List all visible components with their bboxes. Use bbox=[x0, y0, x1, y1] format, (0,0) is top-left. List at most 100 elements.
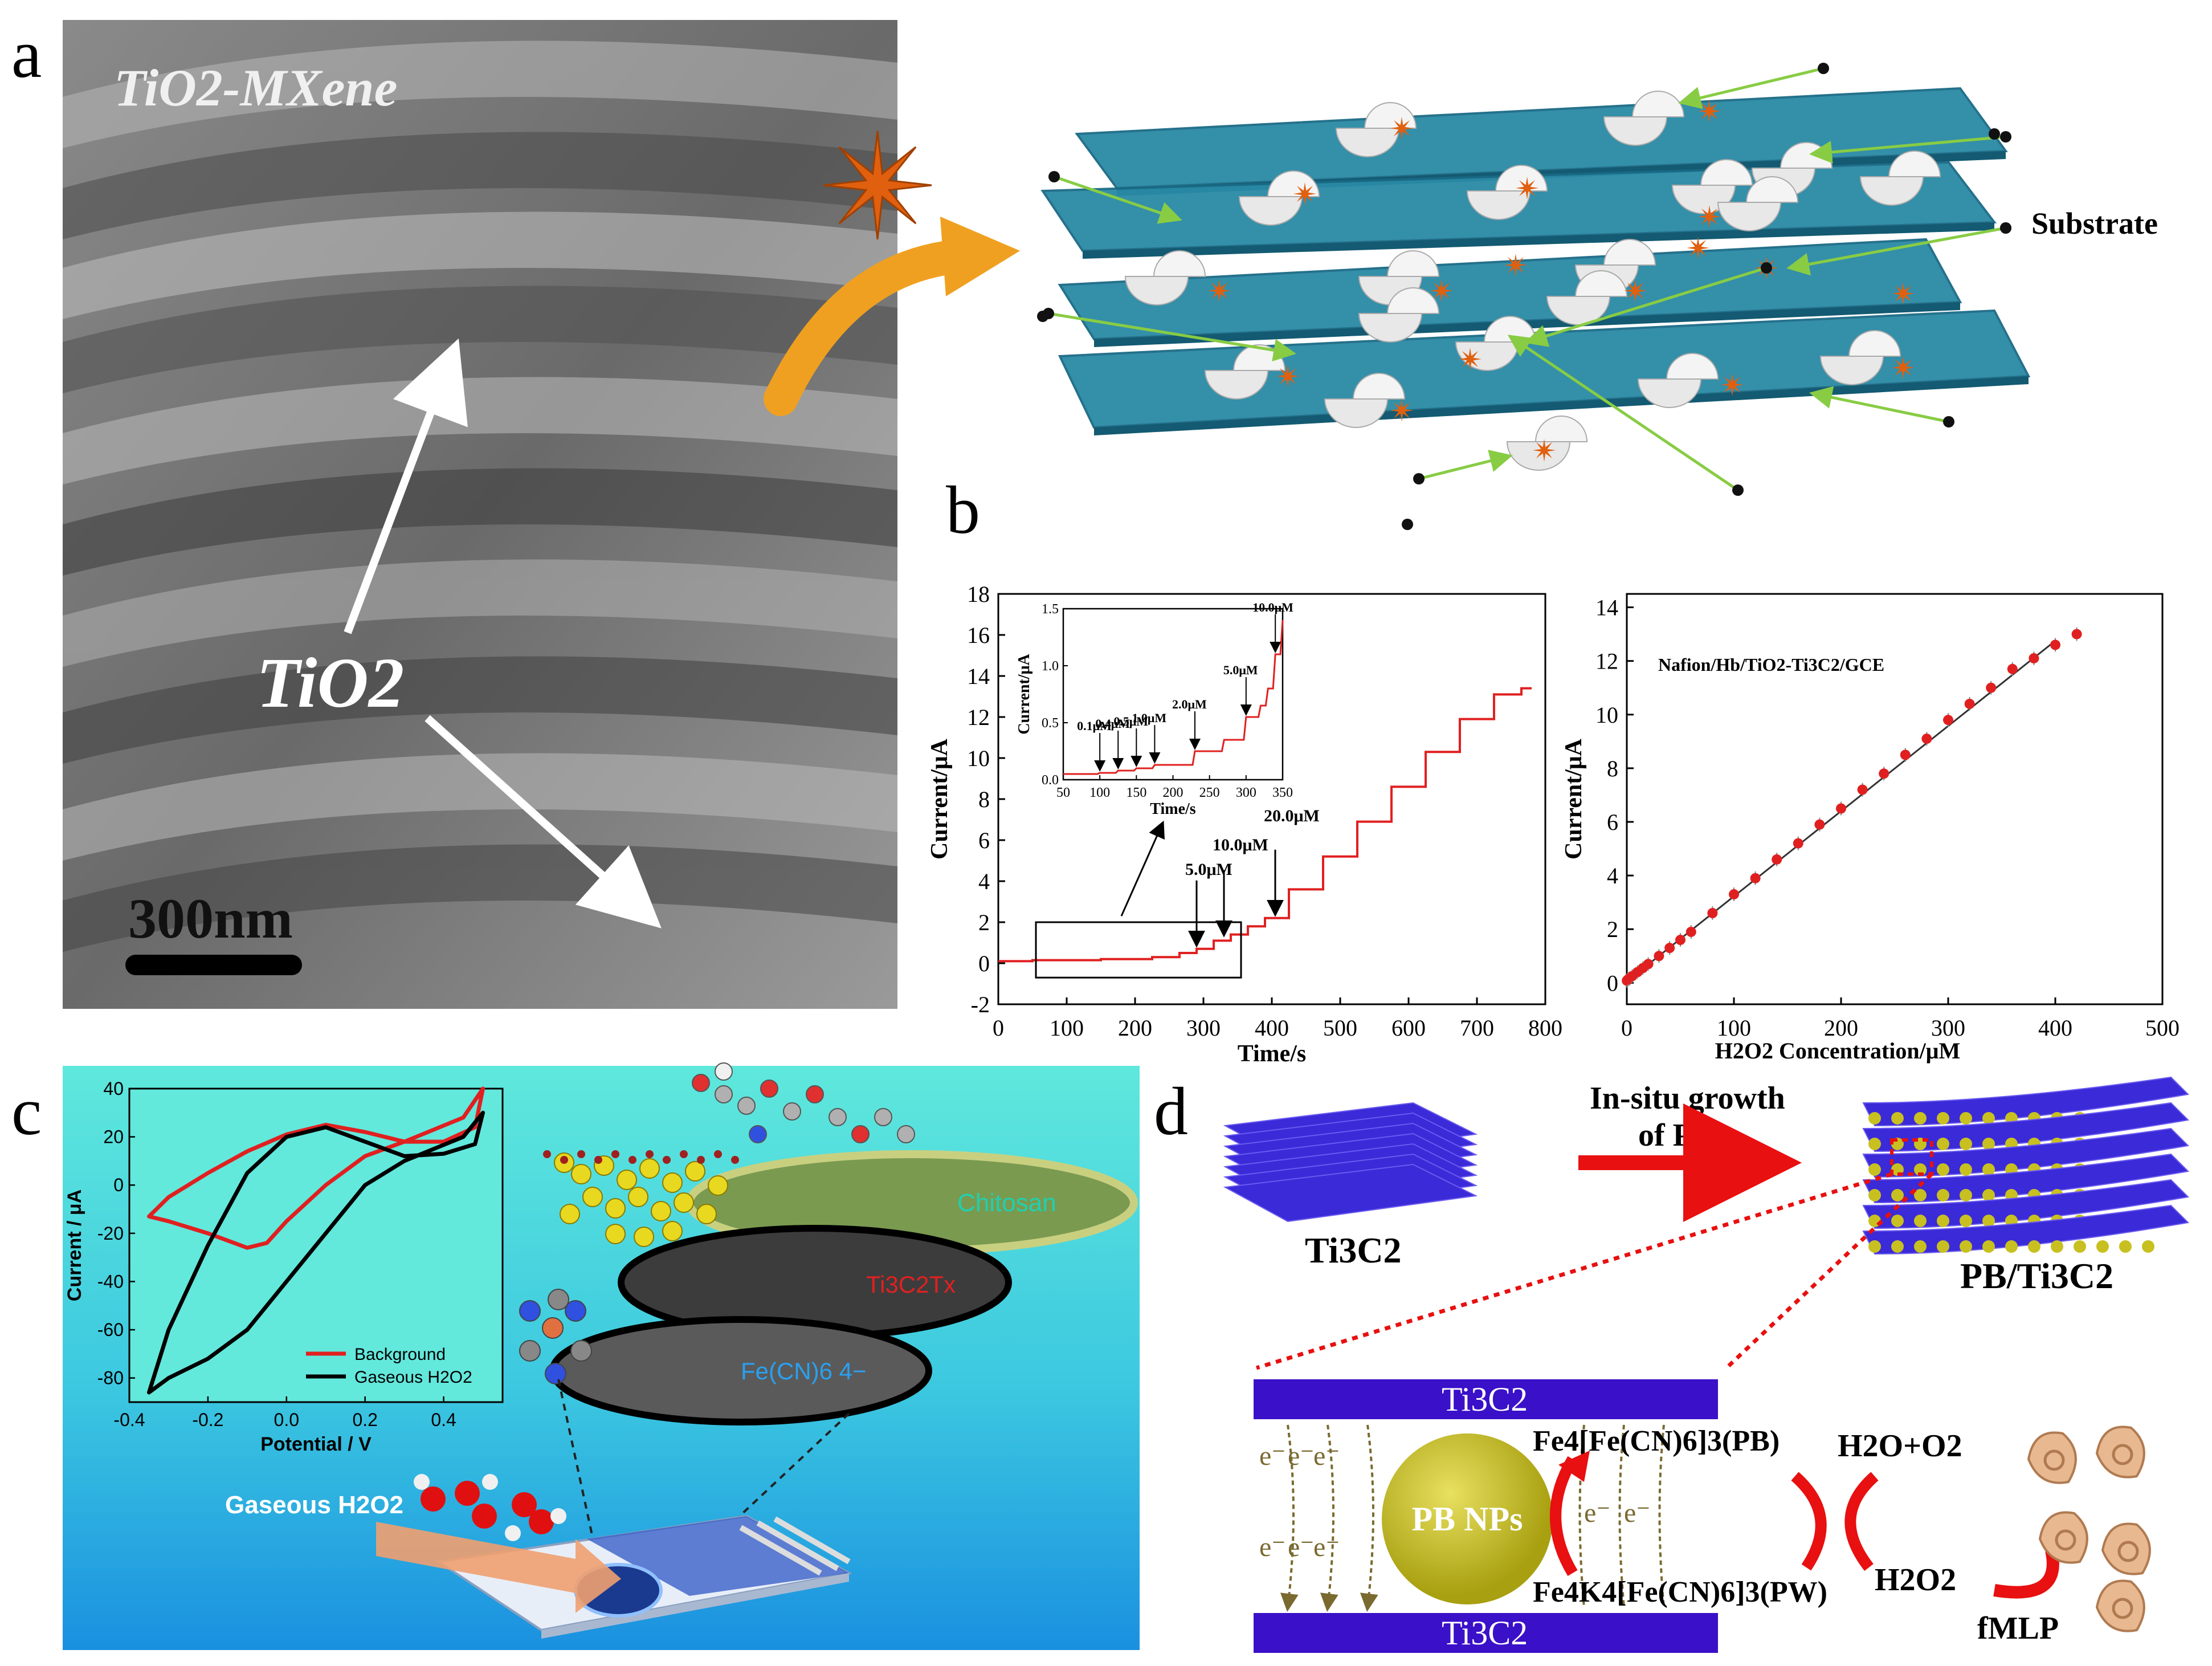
pb-dot bbox=[1868, 1240, 1881, 1253]
chitosan-atom bbox=[874, 1108, 892, 1126]
h-atom bbox=[505, 1525, 521, 1541]
data-point bbox=[1964, 698, 1975, 709]
ti-atom bbox=[685, 1161, 705, 1182]
electron-label: e⁻ bbox=[1313, 1441, 1340, 1471]
inset-trace bbox=[1063, 620, 1284, 775]
panel-a: a TiO2-MXene TiO2 300nm Substrate bbox=[11, 16, 2158, 1009]
pb-dot bbox=[1891, 1240, 1904, 1253]
green-arrow bbox=[1048, 312, 1296, 362]
tio2-hemisphere bbox=[1495, 165, 1548, 192]
tio2-hemisphere bbox=[1267, 170, 1320, 197]
ti3c2-label: Ti3C2 bbox=[1305, 1230, 1402, 1270]
y-tick-label: -2 bbox=[971, 992, 990, 1017]
x-tick-label: 400 bbox=[2038, 1015, 2072, 1041]
enzyme-star bbox=[1533, 439, 1556, 462]
sem-layer bbox=[63, 844, 897, 952]
enzyme-star bbox=[1430, 279, 1453, 302]
sheet-edge bbox=[1083, 222, 1994, 259]
fmlp-arrow bbox=[1993, 1549, 2059, 1599]
neutrophil-cell bbox=[2095, 1425, 2145, 1478]
gas-flow-arrow bbox=[376, 1522, 621, 1613]
green-arrow bbox=[1809, 386, 1949, 423]
y-tick-label: -40 bbox=[97, 1271, 124, 1292]
data-point bbox=[1685, 926, 1696, 937]
enzyme-star bbox=[1208, 279, 1231, 302]
y-tick-label: 1.5 bbox=[1042, 602, 1059, 617]
o-atom bbox=[628, 1156, 636, 1164]
electron-path bbox=[1618, 1424, 1625, 1608]
enzyme-star bbox=[1390, 399, 1413, 422]
data-point bbox=[2007, 663, 2018, 674]
pb-dot bbox=[1868, 1163, 1881, 1176]
substrate-dot bbox=[2000, 222, 2011, 234]
green-arrow bbox=[1054, 175, 1182, 224]
pw-formula: Fe4K4[Fe(CN)6]3(PW) bbox=[1533, 1576, 1827, 1608]
chitosan-atom bbox=[692, 1074, 710, 1092]
electron-label: e⁻ bbox=[1259, 1441, 1286, 1471]
green-arrow bbox=[1786, 226, 2006, 276]
fecn-atom bbox=[548, 1289, 569, 1310]
y-tick-label: 12 bbox=[967, 704, 990, 730]
pb-dot bbox=[1982, 1112, 1995, 1125]
fecn-atom bbox=[565, 1300, 586, 1322]
pb-dot bbox=[1868, 1189, 1881, 1201]
substrate-dot bbox=[1413, 473, 1425, 484]
pb-dot bbox=[1960, 1189, 1972, 1201]
data-point bbox=[1664, 943, 1675, 954]
orange-curved-arrow bbox=[764, 239, 974, 416]
ti-atom bbox=[628, 1187, 648, 1207]
y-tick-label: 16 bbox=[967, 622, 990, 648]
electron-label: e⁻ bbox=[1584, 1498, 1611, 1528]
layered-schematic bbox=[1037, 63, 2031, 530]
electron-label: e⁻ bbox=[1288, 1532, 1315, 1562]
data-point bbox=[1772, 854, 1782, 865]
tio2-hemisphere bbox=[1574, 270, 1628, 297]
pb-dot bbox=[1914, 1215, 1927, 1227]
data-point bbox=[1729, 889, 1739, 900]
x-tick-label: 500 bbox=[2145, 1015, 2180, 1041]
substrate-dot bbox=[1048, 171, 1060, 182]
data-point bbox=[1707, 908, 1718, 918]
o-atom bbox=[472, 1504, 497, 1529]
pb-dot bbox=[1868, 1138, 1881, 1150]
chitosan-atom bbox=[715, 1062, 733, 1081]
fecn-atom bbox=[542, 1317, 564, 1339]
molecule-models bbox=[519, 1062, 915, 1384]
pb-dot bbox=[1937, 1112, 1949, 1125]
data-point bbox=[2050, 639, 2060, 650]
pb-dot bbox=[1937, 1215, 1949, 1227]
o-atom bbox=[680, 1150, 688, 1158]
y-tick-label: 10 bbox=[1595, 702, 1618, 728]
pb-dot bbox=[1960, 1215, 1972, 1227]
data-point bbox=[2071, 629, 2082, 639]
tio2-hemisphere bbox=[1888, 150, 1941, 177]
data-point bbox=[1986, 682, 1997, 693]
ti-atom bbox=[634, 1227, 654, 1247]
chitosan-atom bbox=[851, 1125, 870, 1143]
plot-frame bbox=[1626, 593, 2164, 1005]
x-tick-label: 0.2 bbox=[352, 1410, 377, 1430]
zoom-line-right bbox=[1725, 1172, 1933, 1370]
chitosan-atom bbox=[783, 1102, 801, 1121]
o-atom bbox=[543, 1150, 551, 1158]
fecn-atom bbox=[570, 1340, 592, 1362]
electron-path bbox=[1280, 1424, 1299, 1612]
annotation-label: 10.0μM bbox=[1213, 836, 1268, 854]
pb-dot bbox=[2119, 1240, 2132, 1253]
x-tick-label: 800 bbox=[1528, 1015, 1562, 1041]
tio2-hemisphere bbox=[1717, 202, 1782, 231]
x-tick-label: 500 bbox=[1323, 1015, 1357, 1041]
pb-dot bbox=[1960, 1112, 1972, 1125]
top-bar bbox=[1254, 1379, 1718, 1419]
products-label: H2O+O2 bbox=[1838, 1428, 1962, 1464]
x-tick-label: 0 bbox=[1621, 1015, 1633, 1041]
x-tick-label: 150 bbox=[1126, 785, 1146, 800]
x-axis-label: H2O2 Concentration/μM bbox=[1715, 1038, 1960, 1064]
substrate-dot bbox=[2000, 131, 2011, 142]
annotation-label: 5.0μM bbox=[1223, 663, 1258, 677]
x-tick-label: 700 bbox=[1460, 1015, 1494, 1041]
fecn-atom bbox=[545, 1363, 566, 1384]
